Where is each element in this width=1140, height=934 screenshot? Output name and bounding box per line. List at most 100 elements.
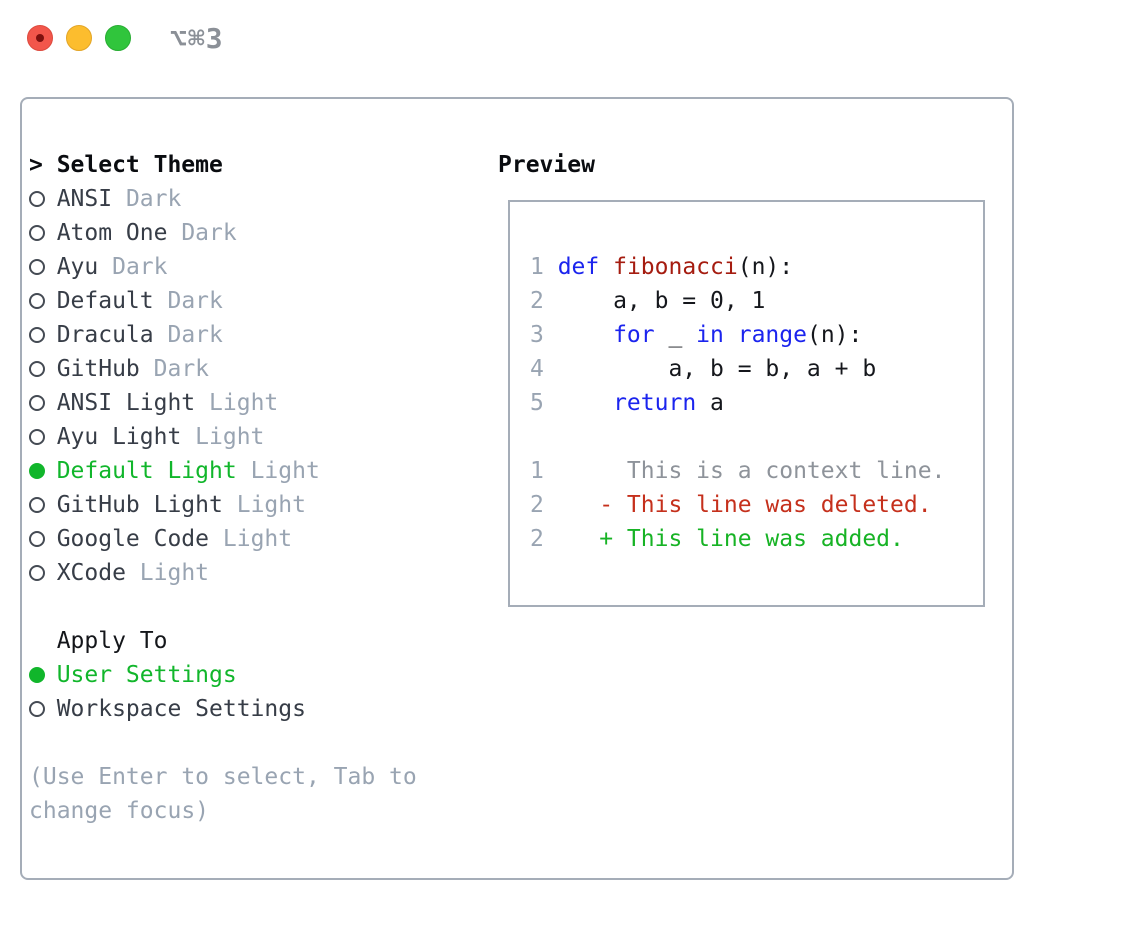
theme-option[interactable]: Ayu Light Light — [29, 420, 417, 454]
option-name: Ayu Light — [56, 424, 182, 450]
prompt-caret: > — [29, 152, 43, 178]
theme-option[interactable]: Google Code Light — [29, 522, 417, 556]
radio-unselected-icon — [29, 701, 45, 717]
code-segment: (n): — [806, 322, 863, 348]
code-segment: for — [613, 322, 655, 348]
option-name: Workspace Settings — [56, 696, 306, 722]
option-name: GitHub Light — [56, 492, 223, 518]
line-number: 2 — [530, 492, 544, 518]
code-segment: a, b = b, a + b — [557, 356, 877, 382]
apply-to-option[interactable]: Workspace Settings — [29, 692, 417, 726]
theme-option[interactable]: XCode Light — [29, 556, 417, 590]
theme-variant: Dark — [112, 254, 168, 280]
radio-selected-icon — [29, 463, 45, 479]
line-number: 4 — [530, 356, 544, 382]
maximize-button[interactable] — [105, 25, 131, 51]
code-segment: This is a context line. — [557, 458, 946, 484]
code-segment: fibonacci — [613, 254, 738, 280]
code-segment — [724, 322, 738, 348]
option-name: Ayu — [56, 254, 99, 280]
code-segment: (n): — [737, 254, 794, 280]
theme-option[interactable]: Atom One Dark — [29, 216, 417, 250]
window-shortcut-label: ⌥⌘3 — [170, 22, 224, 55]
theme-option[interactable]: ANSI Dark — [29, 182, 417, 216]
theme-option[interactable]: Default Dark — [29, 284, 417, 318]
apply-to-header-row: Apply To — [29, 624, 417, 658]
preview-line: 2 - This line was deleted. — [530, 488, 983, 522]
preview-title: Preview — [498, 152, 595, 178]
preview-line: 3 for _ in range(n): — [530, 318, 983, 352]
radio-unselected-icon — [29, 327, 45, 343]
spacer — [29, 726, 417, 760]
theme-variant: Dark — [167, 322, 223, 348]
theme-variant: Light — [139, 560, 210, 586]
spacer — [29, 590, 417, 624]
theme-prompt-label: Select Theme — [56, 152, 223, 178]
radio-unselected-icon — [29, 225, 45, 241]
apply-to-option[interactable]: User Settings — [29, 658, 417, 692]
theme-prompt-row: > Select Theme — [29, 148, 417, 182]
radio-unselected-icon — [29, 395, 45, 411]
code-segment: range — [737, 322, 807, 348]
radio-unselected-icon — [29, 259, 45, 275]
option-name: GitHub — [56, 356, 140, 382]
code-segment: in — [696, 322, 724, 348]
code-segment: - This line was deleted. — [557, 492, 932, 518]
preview-line: 5 return a — [530, 386, 983, 420]
option-name: Dracula — [56, 322, 154, 348]
theme-variant: Light — [222, 526, 293, 552]
preview-line: 1 def fibonacci(n): — [530, 250, 983, 284]
option-name: XCode — [56, 560, 126, 586]
line-number: 5 — [530, 390, 544, 416]
option-name: ANSI — [56, 186, 113, 212]
code-segment: a, b = 0, 1 — [557, 288, 766, 314]
radio-unselected-icon — [29, 361, 45, 377]
radio-unselected-icon — [29, 497, 45, 513]
radio-selected-icon — [29, 667, 45, 683]
close-button[interactable] — [27, 25, 53, 51]
theme-variant: Dark — [125, 186, 182, 212]
theme-option[interactable]: Dracula Dark — [29, 318, 417, 352]
theme-variant: Light — [209, 390, 279, 416]
preview-line: 2 a, b = 0, 1 — [530, 284, 983, 318]
theme-variant: Light — [236, 492, 306, 518]
preview-line — [530, 420, 983, 454]
code-segment: + This line was added. — [557, 526, 904, 552]
line-number: 1 — [530, 458, 544, 484]
close-dot-icon — [36, 34, 44, 42]
titlebar: ⌥⌘3 — [0, 0, 1140, 76]
option-name: Default Light — [56, 458, 237, 484]
line-number: 1 — [530, 254, 544, 280]
line-number: 2 — [530, 288, 544, 314]
theme-option[interactable]: GitHub Light Light — [29, 488, 417, 522]
radio-unselected-icon — [29, 531, 45, 547]
theme-option[interactable]: Default Light Light — [29, 454, 417, 488]
radio-unselected-icon — [29, 429, 45, 445]
code-segment — [599, 254, 613, 280]
code-segment — [558, 390, 613, 416]
minimize-button[interactable] — [66, 25, 92, 51]
option-name: User Settings — [56, 662, 237, 688]
radio-unselected-icon — [29, 565, 45, 581]
theme-variant: Light — [195, 424, 265, 450]
code-segment: a — [696, 390, 724, 416]
theme-variant: Dark — [153, 356, 210, 382]
option-name: Atom One — [56, 220, 168, 246]
help-text-line-1: (Use Enter to select, Tab to — [29, 764, 417, 790]
preview-line: 1 This is a context line. — [530, 454, 983, 488]
help-text-line-2: change focus) — [29, 798, 210, 824]
code-segment: def — [557, 254, 600, 280]
theme-variant: Light — [250, 458, 320, 484]
theme-option[interactable]: Ayu Dark — [29, 250, 417, 284]
line-number: 2 — [530, 526, 544, 552]
option-name: ANSI Light — [56, 390, 196, 416]
code-segment: return — [613, 390, 697, 416]
theme-option[interactable]: GitHub Dark — [29, 352, 417, 386]
theme-option[interactable]: ANSI Light Light — [29, 386, 417, 420]
apply-to-label: Apply To — [56, 628, 168, 654]
